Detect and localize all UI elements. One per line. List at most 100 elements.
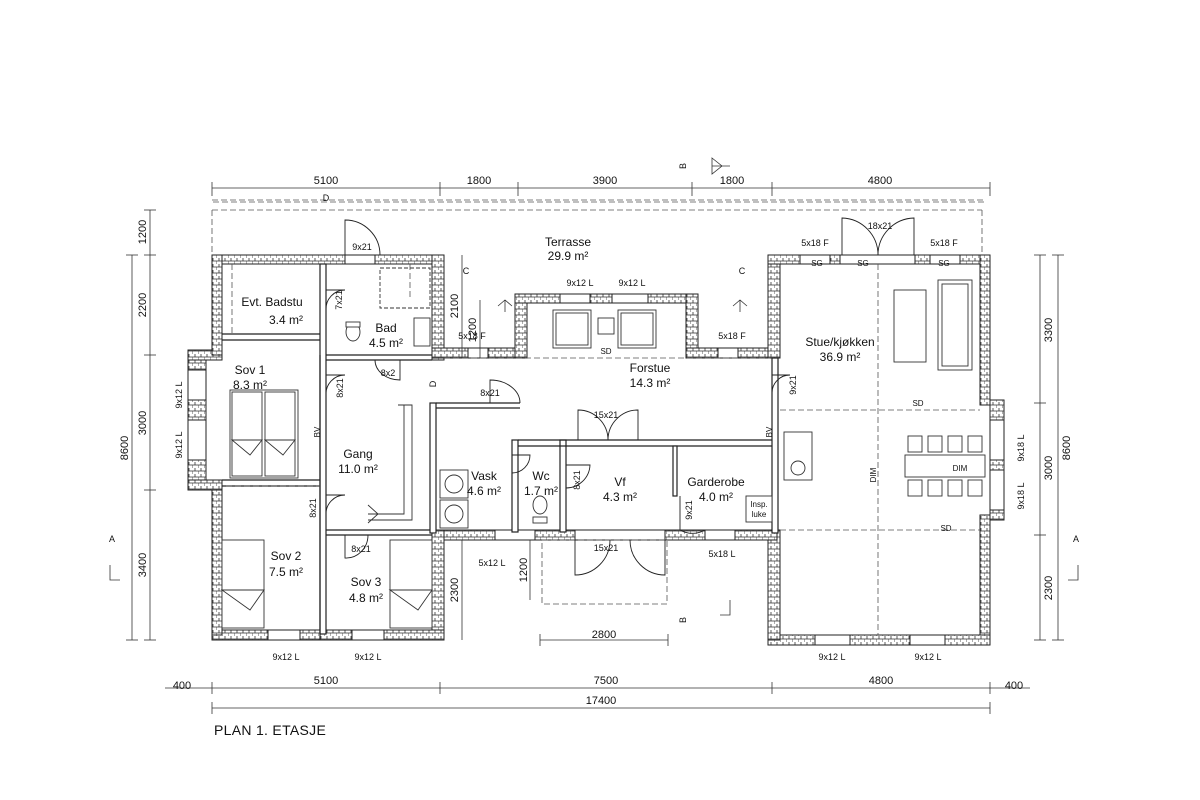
dim-bottom-4: 4800 <box>869 675 893 687</box>
room-bad-name: Bad <box>375 321 396 335</box>
window-label: 5x18 F <box>458 331 486 341</box>
dim-bottom-2: 5100 <box>314 675 338 687</box>
dim-bottom-3: 7500 <box>594 675 618 687</box>
section-labels: B B C C A A D D <box>109 163 1079 623</box>
dim-inner-1: 2100 <box>449 294 461 318</box>
opening-label: 9x21 <box>352 242 372 252</box>
room-sov1-area: 8.3 m² <box>233 378 267 392</box>
room-wc-area: 1.7 m² <box>524 484 558 498</box>
sd-tag: SD <box>940 524 951 533</box>
window-label: 9x12 L <box>174 431 184 458</box>
dim-tag: DIM <box>953 464 968 473</box>
window-labels: 9x12 L 9x12 L 5x18 F 5x18 F 5x18 F 5x18 … <box>174 238 1026 662</box>
dim-top-3: 3900 <box>593 175 617 187</box>
room-vask-area: 4.6 m² <box>467 484 501 498</box>
room-stue-name: Stue/kjøkken <box>805 335 874 349</box>
room-sov2-name: Sov 2 <box>271 549 302 563</box>
section-label: A <box>1073 534 1079 544</box>
dim-inner-5: 2800 <box>592 629 616 641</box>
dim-inner-3: 2300 <box>449 578 461 602</box>
dim-left-3: 3000 <box>137 411 149 435</box>
window-label: 9x18 L <box>1016 482 1026 509</box>
dim-inner-4: 1200 <box>518 558 530 582</box>
dimension-labels: 5100 1800 3900 1800 4800 400 5100 7500 4… <box>119 175 1073 707</box>
room-bad-area: 4.5 m² <box>369 336 403 350</box>
dim-top-2: 1800 <box>467 175 491 187</box>
window-label: 5x18 L <box>708 549 735 559</box>
section-label: B <box>678 163 688 169</box>
section-label: B <box>678 617 688 623</box>
window-label: 5x18 F <box>930 238 958 248</box>
room-gang-name: Gang <box>343 447 372 461</box>
bv-tag: BV <box>765 426 774 437</box>
opening-label: 8x21 <box>480 388 500 398</box>
section-label: C <box>739 266 746 276</box>
opening-label: 18x21 <box>868 221 893 231</box>
window-label: 5x12 L <box>478 558 505 568</box>
room-sov2-area: 7.5 m² <box>269 565 303 579</box>
window-label: 9x12 L <box>618 278 645 288</box>
room-sov1-name: Sov 1 <box>235 363 266 377</box>
room-garderobe-area: 4.0 m² <box>699 490 733 504</box>
dim-left-2: 2200 <box>137 293 149 317</box>
sg-tag: SG <box>811 259 823 268</box>
window-marks <box>187 254 1005 646</box>
dimension-lines <box>126 182 1064 714</box>
opening-label: 9x21 <box>684 500 694 520</box>
insp-label: Insp. <box>750 500 767 509</box>
window-label: 9x18 L <box>1016 434 1026 461</box>
window-label: 9x12 L <box>354 652 381 662</box>
sd-tag: SD <box>600 347 611 356</box>
dim-bottom-1: 400 <box>173 680 191 692</box>
dim-inner-2: 1200 <box>467 318 479 342</box>
dim-right-1: 3300 <box>1043 318 1055 342</box>
window-label: 5x18 F <box>718 331 746 341</box>
room-stue-area: 36.9 m² <box>820 350 861 364</box>
dim-right-2: 3000 <box>1043 456 1055 480</box>
room-terrasse-area: 29.9 m² <box>548 249 589 263</box>
interior-walls <box>222 263 779 640</box>
window-label: 9x12 L <box>566 278 593 288</box>
window-label: 9x12 L <box>174 381 184 408</box>
dim-left-1: 1200 <box>137 220 149 244</box>
dim-right-3: 2300 <box>1043 576 1055 600</box>
room-badstu-area: 3.4 m² <box>269 313 303 327</box>
opening-label: 8x21 <box>572 470 582 490</box>
opening-label: 9x21 <box>788 375 798 395</box>
opening-label: 7x21 <box>334 290 344 310</box>
bv-tag: BV <box>313 426 322 437</box>
window-label: 5x18 F <box>801 238 829 248</box>
room-vf-name: Vf <box>614 475 626 489</box>
window-label: 9x12 L <box>818 652 845 662</box>
dim-top-4: 1800 <box>720 175 744 187</box>
room-sov3-name: Sov 3 <box>351 575 382 589</box>
dim-top-5: 4800 <box>868 175 892 187</box>
dim-bottom-total: 17400 <box>586 695 617 707</box>
insp-label: luke <box>752 510 767 519</box>
opening-label: 8x21 <box>308 498 318 518</box>
room-forstue-name: Forstue <box>630 361 671 375</box>
room-vask-name: Vask <box>471 469 498 483</box>
exterior-walls <box>187 254 1005 646</box>
sd-tag: SD <box>912 399 923 408</box>
dashed-lines <box>211 199 985 635</box>
doors <box>325 217 915 576</box>
furniture <box>220 267 986 629</box>
window-label: 9x12 L <box>914 652 941 662</box>
room-labels: Terrasse 29.9 m² Evt. Badstu 3.4 m² Bad … <box>233 235 875 605</box>
room-sov3-area: 4.8 m² <box>349 591 383 605</box>
sg-tag: SG <box>857 259 869 268</box>
opening-labels: 9x21 7x21 8x21 8x2 8x21 8x21 8x21 15x21 … <box>308 221 892 554</box>
opening-label: 8x2 <box>381 368 396 378</box>
room-vf-area: 4.3 m² <box>603 490 637 504</box>
dim-right-total: 8600 <box>1061 436 1073 460</box>
section-label: D <box>428 380 438 387</box>
tag-labels: SG SG SG SD SD SD DIM DIM BV BV Insp. lu… <box>313 259 968 533</box>
room-terrasse-name: Terrasse <box>545 235 591 249</box>
sg-tag: SG <box>938 259 950 268</box>
section-arrows <box>109 157 1079 616</box>
plan-caption: PLAN 1. ETASJE <box>214 722 327 738</box>
room-wc-name: Wc <box>532 469 549 483</box>
dim-left-4: 3400 <box>137 553 149 577</box>
